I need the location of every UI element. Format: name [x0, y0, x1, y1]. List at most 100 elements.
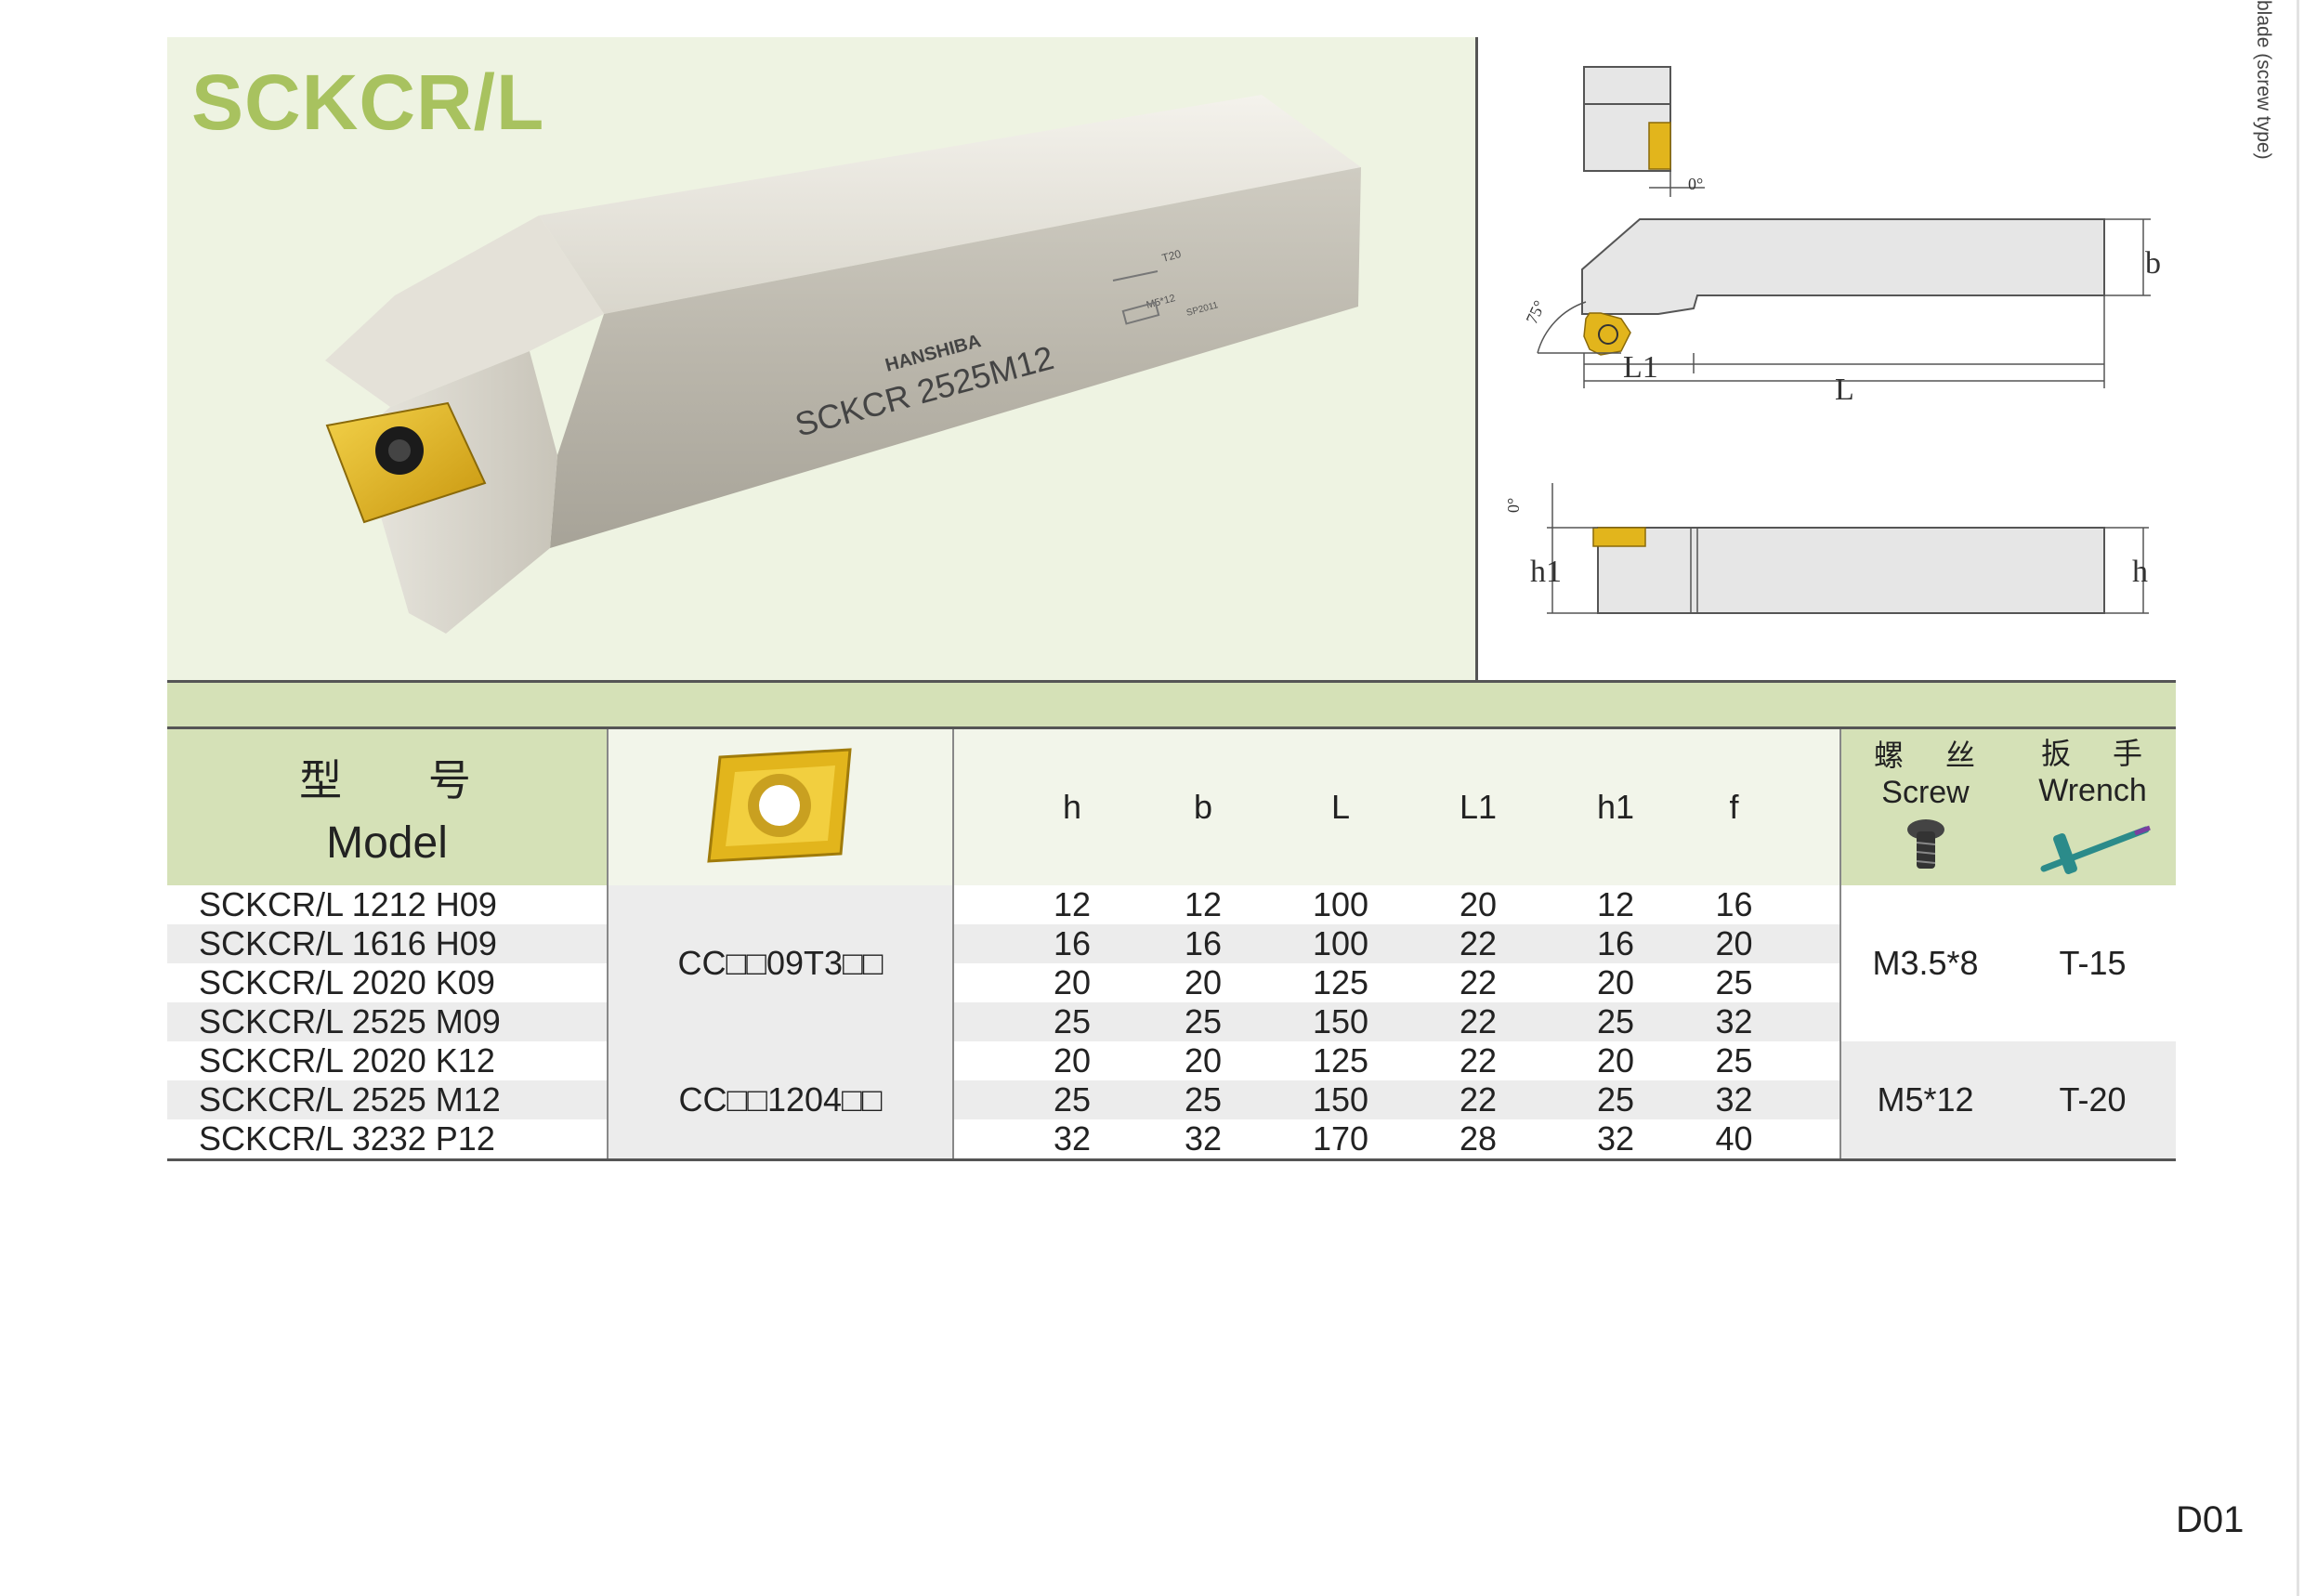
- table-row: SCKCR/L 3232 P12 32 32 170 28 32 40: [167, 1119, 2176, 1161]
- table-row: SCKCR/L 2020 K12 CC□□1204□□ 20 20 125 22…: [167, 1041, 2176, 1161]
- cell-L1: 22: [1459, 1041, 1498, 1079]
- cell-f: 16: [1684, 885, 1841, 924]
- cell-h: 20: [1053, 963, 1092, 1001]
- col-f-header: f: [1684, 726, 1841, 885]
- angle-side-label: 75°: [1522, 297, 1549, 326]
- header-band: [167, 680, 2176, 729]
- cell-f: 32: [1684, 1002, 1841, 1041]
- table-row: SCKCR/L 2525 M12 25 25 150 22 25 32: [167, 1080, 2176, 1119]
- cell-h: 25: [953, 1080, 1134, 1119]
- insert-icon: [707, 747, 852, 863]
- technical-drawing-panel: 0° 75° L1 L b: [1482, 37, 2179, 680]
- angle-top-label: 0°: [1688, 175, 1703, 193]
- cell-b: 16: [1134, 924, 1272, 963]
- dimension-L1-label: L1: [1623, 350, 1658, 385]
- top-view: 0°: [1583, 66, 1705, 197]
- model-header: 型 号 Model: [167, 726, 609, 885]
- tool-holder-photo: SCKCR 2525M12 HANSHIBA T20 M5*12 SP2011: [325, 95, 1361, 634]
- cell-h: 12: [1053, 885, 1092, 923]
- cell-L: 150: [1272, 1080, 1409, 1119]
- dimension-h-label: h: [2132, 555, 2148, 589]
- cell-L1: 20: [1459, 885, 1498, 923]
- col-L-header: L: [1272, 726, 1409, 885]
- model-cell: SCKCR/L 2020 K12: [167, 1041, 609, 1080]
- model-cell: SCKCR/L 2020 K09: [167, 963, 609, 1002]
- technical-drawing: 0° 75° L1 L b: [1504, 66, 2161, 614]
- wrench-icon: [2040, 825, 2151, 874]
- cell-L1: 22: [1409, 924, 1547, 963]
- cell-f: 25: [1684, 963, 1841, 1002]
- marking-t: T20: [1160, 247, 1183, 265]
- col-L1-header: L1: [1409, 726, 1547, 885]
- shank-side-face: [550, 167, 1361, 548]
- page-edge-line: [2297, 0, 2299, 1596]
- cell-h: 16: [953, 924, 1134, 963]
- cell-h1: 25: [1547, 1080, 1684, 1119]
- dimension-h1-label: h1: [1530, 555, 1562, 589]
- angle-bottom-label: 0°: [1504, 498, 1523, 513]
- product-photo-panel: SCKCR 2525M12 HANSHIBA T20 M5*12 SP2011 …: [167, 37, 1478, 680]
- screw-header: 螺 丝 Screw: [1840, 726, 2009, 885]
- cell-L: 125: [1312, 963, 1369, 1001]
- cell-h: 25: [953, 1002, 1134, 1041]
- cell-f: 40: [1684, 1119, 1841, 1161]
- insert-code-cell: CC□□09T3□□: [608, 885, 954, 1041]
- table-row: SCKCR/L 2525 M09 25 25 150 22 25 32: [167, 1002, 2176, 1041]
- cell-b: 25: [1134, 1080, 1272, 1119]
- insert-header: [608, 726, 954, 885]
- spec-table: 型 号 Model h b L L1: [167, 726, 2176, 1161]
- col-h-header: h: [953, 726, 1134, 885]
- table-header-row: 型 号 Model h b L L1: [167, 726, 2176, 885]
- col-h1-header: h1: [1547, 726, 1684, 885]
- marking-box: [1121, 301, 1160, 325]
- table-row: SCKCR/L 1212 H09 CC□□09T3□□ 12 12 100 20…: [167, 885, 2176, 1041]
- cell-L: 150: [1272, 1002, 1409, 1041]
- model-cell: SCKCR/L 1616 H09: [167, 924, 609, 963]
- dimension-b-label: b: [2145, 246, 2161, 281]
- wrench-cell: T-20: [2009, 1041, 2176, 1161]
- cell-L1: 22: [1409, 1002, 1547, 1041]
- cell-f: 25: [1684, 1041, 1841, 1080]
- spec-table-wrap: 型 号 Model h b L L1: [167, 726, 2176, 1161]
- table-row: SCKCR/L 2020 K09 20 20 125 22 20 25: [167, 963, 2176, 1002]
- cell-L: 170: [1272, 1119, 1409, 1161]
- wrench-cell: T-15: [2009, 885, 2176, 1041]
- dimension-L-label: L: [1835, 373, 1854, 407]
- head-top-face: [325, 216, 604, 407]
- cell-h1: 16: [1547, 924, 1684, 963]
- model-cell: SCKCR/L 3232 P12: [167, 1119, 609, 1161]
- cell-h: 32: [953, 1119, 1134, 1161]
- cell-L: 125: [1312, 1041, 1369, 1079]
- insert-image: [325, 401, 487, 524]
- marking-line: [1112, 270, 1159, 281]
- cell-f: 32: [1684, 1080, 1841, 1119]
- cell-L1: 22: [1409, 1080, 1547, 1119]
- cell-h1: 12: [1596, 885, 1635, 923]
- cell-b: 20: [1184, 1041, 1223, 1079]
- insert-code-cell: CC□□1204□□: [608, 1041, 954, 1161]
- model-cell: SCKCR/L 2525 M12: [167, 1080, 609, 1119]
- screw-cell: M5*12: [1840, 1041, 2009, 1161]
- front-view: 0° h1 h: [1504, 483, 2149, 614]
- cell-h1: 20: [1596, 1041, 1635, 1079]
- table-row: SCKCR/L 1616 H09 16 16 100 22 16 20: [167, 924, 2176, 963]
- screw-cell: M3.5*8: [1840, 885, 2009, 1041]
- col-b-header: b: [1134, 726, 1272, 885]
- page-number: D01: [2176, 1499, 2245, 1540]
- cell-b: 32: [1134, 1119, 1272, 1161]
- cell-L: 100: [1272, 924, 1409, 963]
- cell-b: 25: [1134, 1002, 1272, 1041]
- wrench-header: 扳 手 Wrench: [2009, 726, 2176, 885]
- cell-L1: 28: [1409, 1119, 1547, 1161]
- cell-L1: 22: [1459, 963, 1498, 1001]
- screw-icon: [1906, 819, 1944, 869]
- cell-h1: 25: [1547, 1002, 1684, 1041]
- cell-f: 20: [1684, 924, 1841, 963]
- page-title: SCKCR/L: [191, 59, 545, 146]
- cell-h1: 32: [1547, 1119, 1684, 1161]
- cell-b: 20: [1184, 963, 1223, 1001]
- cell-b: 12: [1184, 885, 1223, 923]
- side-label: blade (screw type): [2253, 0, 2274, 160]
- side-view: 75° L1 L b: [1522, 218, 2161, 407]
- cell-h1: 20: [1596, 963, 1635, 1001]
